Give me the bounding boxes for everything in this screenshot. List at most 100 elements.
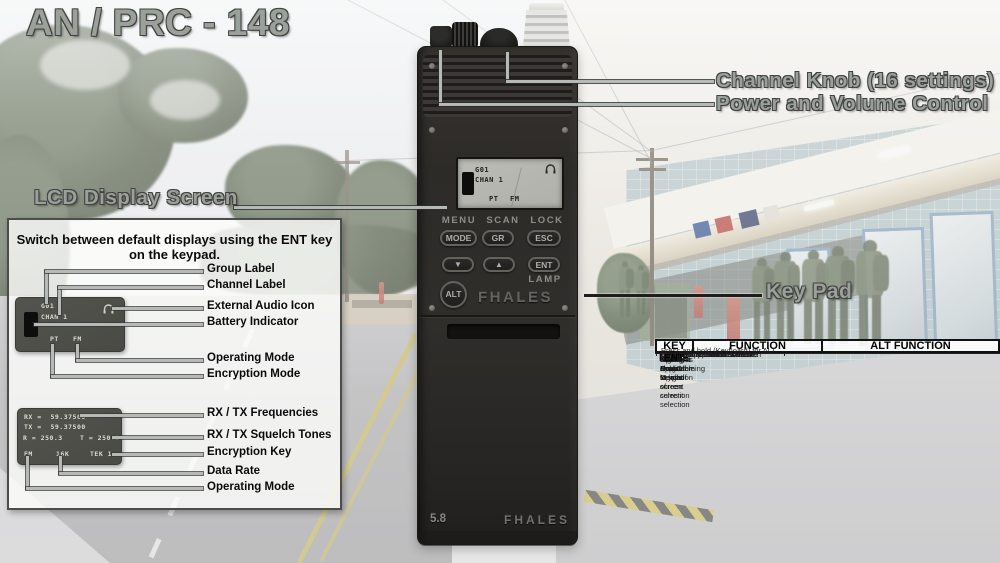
lcd-diagram-frequency: RX = 59.37500 TX = 59.37500 R = 250.3 T … — [17, 408, 122, 465]
alt-button[interactable]: ALT — [440, 281, 467, 308]
power-pole — [345, 150, 349, 302]
power-pole — [650, 148, 654, 346]
diagram-rtone-text: R = 250.3 — [23, 434, 63, 442]
diagram-tek-text: TEK 1 — [90, 450, 113, 458]
label-group: Group Label — [207, 263, 275, 275]
diagram-pt-text: PT — [50, 335, 59, 343]
building-window — [929, 210, 999, 356]
screw — [429, 127, 435, 133]
diagram-line-squelch — [112, 436, 203, 439]
diagram-line-audio — [112, 307, 203, 310]
tree-highlight — [40, 40, 130, 90]
power-pole-crossarm — [636, 158, 668, 161]
diagram-line-operating2 — [26, 456, 29, 489]
info-panel: Switch between default displays using th… — [7, 218, 342, 510]
brand-text-keypad: FHALES — [478, 289, 553, 306]
battery-indicator-icon — [462, 172, 474, 195]
esc-button[interactable]: ESC — [527, 230, 561, 246]
red-post — [379, 282, 384, 304]
diagram-line-frequencies — [80, 414, 203, 417]
antenna-mount — [523, 10, 570, 48]
up-arrow-button[interactable]: ▲ — [483, 257, 515, 272]
red-post — [694, 286, 703, 318]
callout-line-keypad — [584, 294, 762, 297]
callout-line-channel-knob — [506, 52, 509, 82]
callout-line-lcd — [234, 206, 447, 209]
label-encryption-key: Encryption Key — [207, 446, 292, 458]
red-post — [727, 296, 740, 340]
panel-instruction: Switch between default displays using th… — [16, 232, 333, 262]
callout-line-power-volume — [439, 50, 442, 105]
speaker-vents — [423, 55, 572, 117]
faceplate-divider — [420, 315, 575, 317]
callout-line-power-volume — [439, 103, 714, 106]
diagram-rx-text: RX = 59.37500 — [24, 413, 86, 421]
radio-device: G01 CHAN 1 PT FM MENU SCAN LOCK MODE GR … — [417, 46, 578, 546]
label-frequencies: RX / TX Frequencies — [207, 407, 319, 419]
channel-knob-label: Channel Knob (16 settings) — [716, 69, 995, 92]
screw — [562, 127, 568, 133]
power-volume-label: Power and Volume Control — [716, 92, 989, 115]
table-alt-function-cell: Backlight On / Off — [660, 354, 691, 373]
scan-key-label: SCAN — [486, 215, 520, 226]
lamp-key-label: LAMP — [528, 274, 562, 285]
diagram-channel-text: CHAN 1 — [41, 313, 68, 321]
lcd-screen: G01 CHAN 1 PT FM — [456, 157, 564, 210]
diagram-rate-text: 16K — [56, 450, 70, 458]
ent-button[interactable]: ENT — [528, 257, 560, 272]
label-squelch-tones: RX / TX Squelch Tones — [207, 429, 332, 441]
diagram-line-group — [45, 270, 203, 273]
lcd-group-text: G01 — [475, 166, 490, 174]
diagram-line-data-rate — [59, 472, 203, 475]
power-pole-crossarm — [639, 168, 666, 171]
screw — [429, 305, 435, 311]
diagram-fm-text: FM — [73, 335, 82, 343]
storefront-opening — [655, 296, 687, 338]
diagram-line-channel — [58, 286, 203, 289]
screw — [562, 305, 568, 311]
brand-text-bottom: FHALES — [504, 513, 570, 527]
lcd-pt-text: PT — [489, 195, 499, 203]
distant-building — [343, 294, 425, 324]
diagram-group-text: G01 — [41, 302, 55, 310]
screw — [429, 63, 435, 69]
small-knob[interactable] — [430, 26, 452, 48]
label-battery: Battery Indicator — [207, 316, 299, 328]
lcd-channel-text: CHAN 1 — [475, 176, 504, 184]
diagram-tx-text: TX = 59.37500 — [24, 423, 86, 431]
label-encryption-mode: Encryption Mode — [207, 368, 301, 380]
diagram-line-group — [45, 271, 48, 304]
lcd-screen-label: LCD Display Screen — [34, 186, 238, 209]
key-pad-label: Key Pad — [766, 280, 853, 303]
callout-line-channel-knob — [506, 80, 714, 83]
connector-slot — [447, 324, 560, 339]
screw — [562, 63, 568, 69]
power-volume-knob[interactable] — [452, 22, 478, 48]
lcd-fm-text: FM — [510, 195, 520, 203]
diagram-line-operating — [76, 359, 203, 362]
down-arrow-button[interactable]: ▼ — [442, 257, 474, 272]
table-header-alt-function: ALT FUNCTION — [870, 340, 951, 352]
gr-button[interactable]: GR — [482, 230, 514, 246]
label-operating-mode-1: Operating Mode — [207, 352, 295, 364]
label-external-audio: External Audio Icon — [207, 300, 315, 312]
page-title: AN / PRC - 148 — [26, 2, 291, 43]
menu-key-label: MENU — [441, 215, 477, 226]
mode-button[interactable]: MODE — [440, 230, 477, 246]
external-audio-icon — [545, 164, 556, 174]
label-operating-mode-2: Operating Mode — [207, 481, 295, 493]
tree-highlight — [150, 80, 220, 120]
diagram-line-encryption — [51, 375, 203, 378]
diagram-line-operating2 — [26, 487, 203, 490]
diagram-line-channel — [58, 287, 61, 315]
soldier-silhouette — [633, 265, 649, 315]
diagram-line-enc-key — [112, 453, 203, 456]
diagram-line-battery — [34, 323, 203, 326]
bottom-lip — [418, 531, 577, 546]
soldier-silhouette — [850, 240, 890, 346]
label-channel: Channel Label — [207, 279, 286, 291]
power-pole-crossarm — [334, 161, 360, 164]
